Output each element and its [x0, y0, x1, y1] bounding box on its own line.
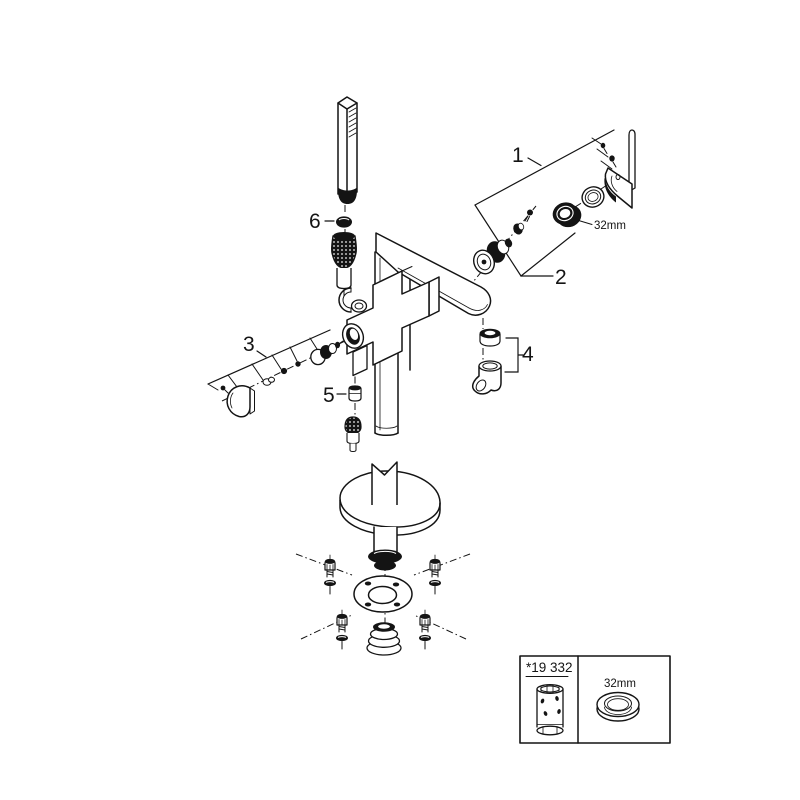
legend-part-number: *19 332 — [526, 660, 573, 675]
handle-knob-part — [220, 385, 255, 418]
callout-labels: 1 2 3 4 5 6 32mm — [243, 144, 626, 407]
trim-ring-part — [581, 186, 605, 208]
trim-ring-dark-part — [552, 202, 582, 228]
base-socket-part — [366, 622, 402, 656]
body-port — [341, 323, 365, 349]
leader-lines — [207, 129, 615, 640]
callout-4-bracket — [504, 337, 524, 373]
shower-holder-part — [338, 287, 368, 313]
spout-tip-part — [471, 360, 502, 395]
valve-train-parts — [262, 340, 344, 386]
lever-handle-part — [604, 129, 636, 209]
cartridge-part — [472, 238, 513, 275]
legend-ring-part — [596, 691, 640, 722]
hand-shower — [337, 96, 358, 204]
mixer-body — [341, 266, 440, 377]
legend-ring-size: 32mm — [604, 678, 636, 690]
legend-box: *19 332 32mm — [519, 655, 671, 744]
callout-6-label: 6 — [309, 210, 321, 233]
union-nut-part — [348, 385, 362, 402]
cartridge-small-part — [310, 340, 344, 366]
ring-size-callout — [576, 219, 593, 225]
bolt-part — [323, 554, 337, 595]
callout-5-label: 5 — [323, 384, 335, 407]
bolt-part — [428, 554, 442, 595]
aerator-part — [344, 416, 362, 452]
mousseur-ring-part — [479, 328, 501, 347]
floor-flange — [353, 575, 413, 613]
legend-sleeve-part — [536, 684, 564, 736]
hose-connector-part — [330, 232, 358, 290]
lower-pipe — [368, 461, 402, 571]
callout-3-label: 3 — [243, 333, 255, 356]
callout-4-label: 4 — [522, 343, 534, 366]
handle-screws — [600, 142, 617, 168]
trim-ring-size-label: 32mm — [594, 220, 626, 232]
bolt-part — [418, 609, 432, 650]
cartridge-screw — [513, 209, 533, 235]
bolt-part — [335, 609, 349, 650]
callout-1-label: 1 — [512, 144, 524, 167]
shower-washer-part — [336, 216, 352, 228]
callout-2-label: 2 — [555, 266, 567, 289]
